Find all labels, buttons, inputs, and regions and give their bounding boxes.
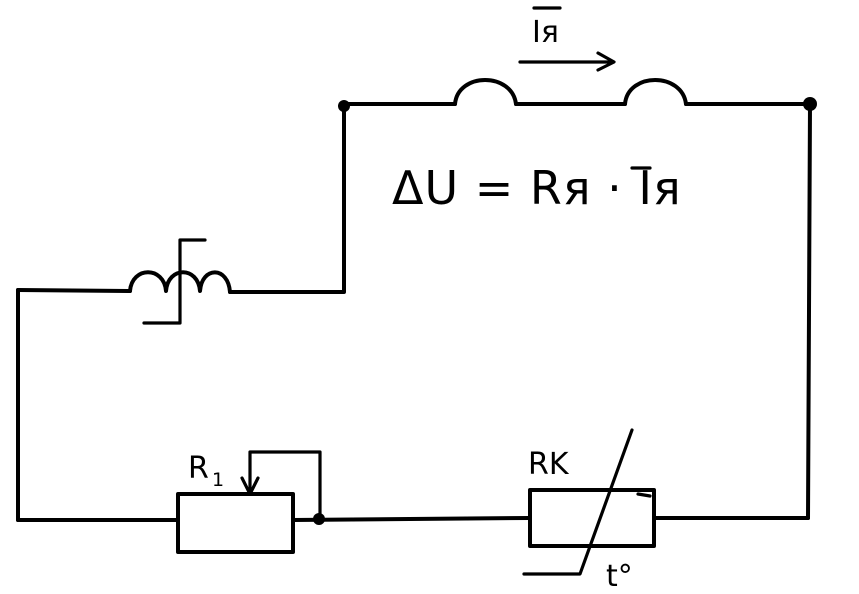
armature-winding-2	[623, 78, 688, 106]
wire-right	[806, 102, 812, 520]
node-top-right	[803, 97, 817, 111]
formula-text: ΔU = Rя · Iя	[392, 161, 682, 215]
thermistor-end-mark	[636, 492, 652, 498]
rk-label: RK	[528, 447, 570, 482]
armature-winding-1	[453, 78, 518, 106]
node-top-left	[338, 100, 350, 112]
wire-bottom-middle	[291, 516, 532, 522]
wire-left-top	[16, 288, 132, 293]
r1-label-subscript: 1	[212, 469, 224, 491]
field-winding	[128, 238, 232, 325]
thermistor-diagonal	[522, 428, 634, 576]
r1-slider-arrowhead	[240, 476, 260, 496]
rheostat-r1	[176, 492, 295, 554]
r1-label: R	[188, 451, 209, 486]
wire-field-to-step	[228, 102, 346, 294]
temperature-label: t°	[606, 559, 633, 594]
current-arrow	[518, 51, 616, 72]
current-label: Iя	[532, 15, 559, 50]
r1-slider	[248, 450, 322, 521]
